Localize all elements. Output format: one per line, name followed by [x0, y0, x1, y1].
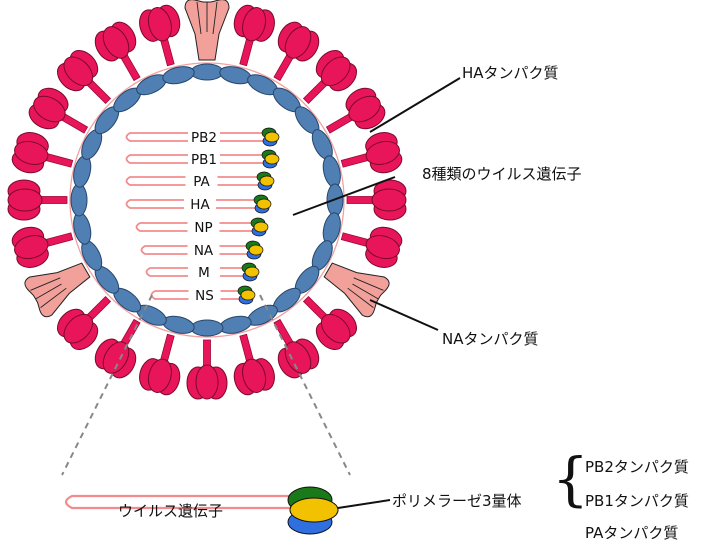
membrane-bead — [161, 313, 196, 336]
polymerase-subunit — [265, 132, 279, 142]
segment-label: NS — [195, 288, 214, 304]
ha-protein-label: HAタンパク質 — [462, 62, 559, 83]
membrane-bead — [71, 184, 87, 216]
membrane-bead — [71, 154, 94, 189]
na-protein-label: NAタンパク質 — [442, 328, 538, 349]
pb2-protein-label: PB2タンパク質 — [585, 456, 689, 477]
membrane-bead — [71, 211, 94, 246]
membrane-bead — [191, 64, 223, 80]
ha-spike — [337, 217, 404, 271]
polymerase-subunit — [241, 290, 255, 300]
polymerase-subunit — [254, 222, 268, 232]
pb1-protein-label: PB1タンパク質 — [585, 490, 689, 511]
membrane-bead — [320, 211, 343, 246]
na-protein-leader-line — [370, 300, 438, 330]
membrane-bead — [218, 64, 253, 87]
ha-spike — [8, 180, 67, 220]
polymerase-subunit — [265, 154, 279, 164]
segment-label: NP — [194, 220, 212, 236]
ha-spike — [347, 180, 406, 220]
polymerase-subunit — [257, 199, 271, 209]
ha-spike — [10, 217, 77, 271]
membrane-bead — [161, 64, 196, 87]
membrane-bead — [191, 320, 223, 336]
ha-spike — [136, 330, 190, 397]
polymerase-subunit — [249, 245, 263, 255]
segment-label: PA — [193, 174, 210, 190]
segment-label: HA — [190, 197, 210, 213]
segments-title-label: 8種類のウイルス遺伝子 — [422, 163, 582, 184]
segment-label: PB1 — [191, 152, 217, 168]
na-spike — [185, 0, 229, 60]
ha-spike — [136, 3, 190, 70]
ha-spike — [187, 340, 227, 399]
ha-spike — [337, 129, 404, 183]
ha-protein-leader-line — [370, 78, 460, 132]
pa-protein-label: PAタンパク質 — [585, 522, 678, 543]
viral-gene-label: ウイルス遺伝子 — [118, 500, 223, 521]
ha-spike — [10, 129, 77, 183]
membrane-bead — [218, 313, 253, 336]
subunit-brace: { — [552, 450, 589, 508]
polymerase-label: ポリメラーゼ3量体 — [392, 490, 522, 511]
polymerase-yellow-subunit — [290, 498, 338, 522]
ha-spike — [224, 330, 278, 397]
segment-label: M — [198, 265, 210, 281]
segment-label: PB2 — [191, 130, 217, 146]
polymerase-leader-line — [338, 500, 390, 508]
polymerase-subunit — [245, 267, 259, 277]
ha-spike — [224, 3, 278, 70]
membrane-bead — [320, 154, 343, 189]
segment-label: NA — [194, 243, 214, 259]
polymerase-subunit — [260, 176, 274, 186]
